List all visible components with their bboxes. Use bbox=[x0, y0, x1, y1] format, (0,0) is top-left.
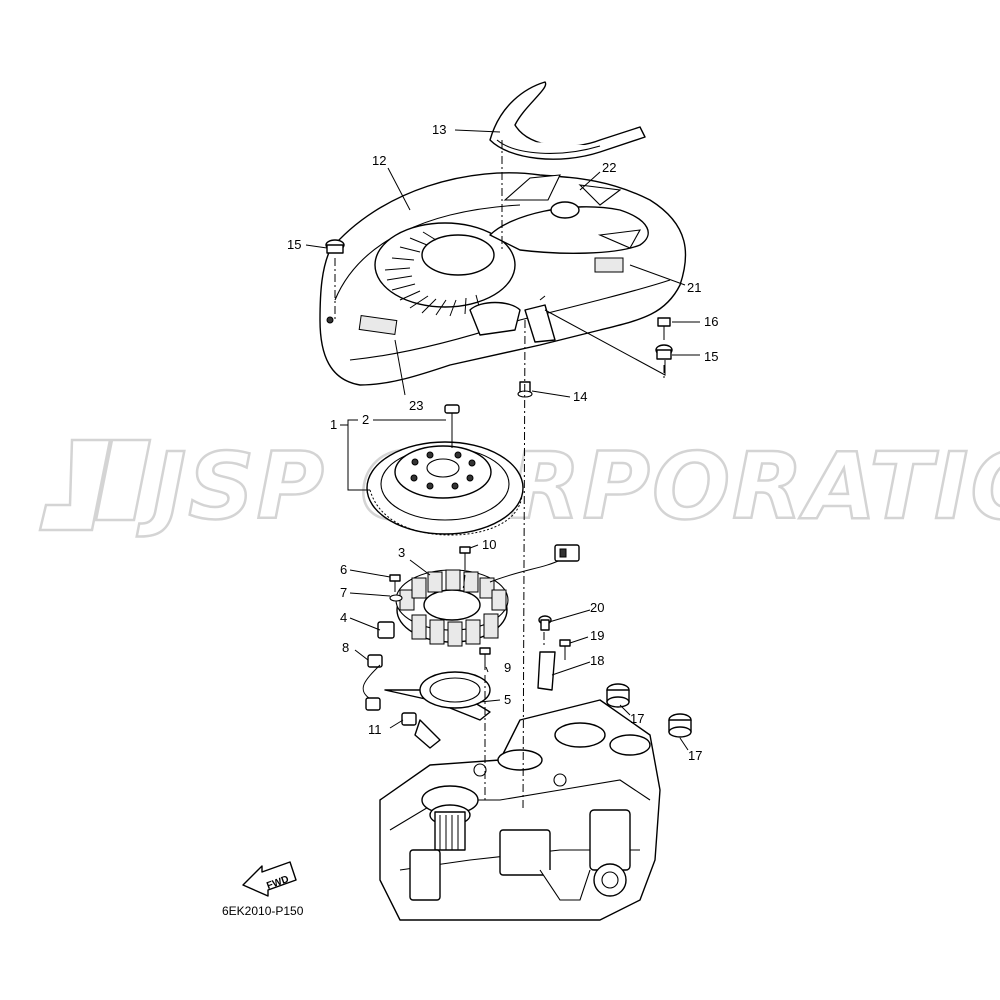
callout-13: 13 bbox=[432, 122, 446, 137]
pulser-and-bracket bbox=[362, 621, 491, 749]
misc-hardware bbox=[325, 239, 692, 738]
callout-6: 6 bbox=[340, 562, 347, 577]
watermark-text: JSP CORPORATION bbox=[136, 433, 1000, 540]
grommet-15-right bbox=[655, 344, 673, 360]
callout-17-lower: 17 bbox=[688, 748, 702, 763]
callout-8: 8 bbox=[342, 640, 349, 655]
bracket-18 bbox=[537, 651, 556, 691]
cover-vent bbox=[358, 222, 516, 336]
watermark-logo-mark bbox=[38, 438, 152, 532]
callout-numbers: 13 12 22 15 21 16 15 14 23 2 1 10 3 6 7 … bbox=[287, 122, 718, 763]
flywheel-cover bbox=[319, 172, 687, 386]
stator-coil bbox=[395, 544, 580, 647]
watermark: JSP CORPORATION bbox=[38, 432, 1000, 541]
flywheel-bolt-holes bbox=[410, 451, 476, 490]
grommet-15-left bbox=[325, 239, 345, 254]
callout-21: 21 bbox=[687, 280, 701, 295]
callout-7: 7 bbox=[340, 585, 347, 600]
callout-23: 23 bbox=[409, 398, 423, 413]
callout-16: 16 bbox=[704, 314, 718, 329]
callout-4: 4 bbox=[340, 610, 347, 625]
callout-15-left: 15 bbox=[287, 237, 301, 252]
timing-belt bbox=[489, 81, 646, 160]
callout-3: 3 bbox=[398, 545, 405, 560]
callout-17-upper: 17 bbox=[630, 711, 644, 726]
callout-18: 18 bbox=[590, 653, 604, 668]
stator-bolts bbox=[389, 546, 491, 670]
callout-22: 22 bbox=[602, 160, 616, 175]
callout-20: 20 bbox=[590, 600, 604, 615]
callout-9: 9 bbox=[504, 660, 511, 675]
figure-code: 6EK2010-P150 bbox=[222, 904, 304, 918]
bolt-16 bbox=[657, 317, 671, 340]
leader-lines bbox=[305, 129, 700, 811]
callout-12: 12 bbox=[372, 153, 386, 168]
callout-1: 1 bbox=[330, 417, 337, 432]
grommet-17-lower bbox=[668, 713, 692, 738]
fwd-arrow-icon bbox=[242, 861, 297, 897]
bolt-19 bbox=[559, 639, 571, 660]
callout-2: 2 bbox=[362, 412, 369, 427]
fwd-arrow: FWD bbox=[242, 861, 297, 897]
callout-14: 14 bbox=[573, 389, 587, 404]
callout-15-right: 15 bbox=[704, 349, 718, 364]
engine-block bbox=[379, 699, 661, 921]
callout-11: 11 bbox=[368, 722, 382, 737]
callout-10: 10 bbox=[482, 537, 496, 552]
grommet-17-upper bbox=[606, 683, 630, 708]
callout-19: 19 bbox=[590, 628, 604, 643]
callout-5: 5 bbox=[504, 692, 511, 707]
flywheel-rotor bbox=[366, 441, 524, 536]
bolt-20 bbox=[538, 615, 552, 631]
flywheel-bolt bbox=[444, 404, 460, 448]
